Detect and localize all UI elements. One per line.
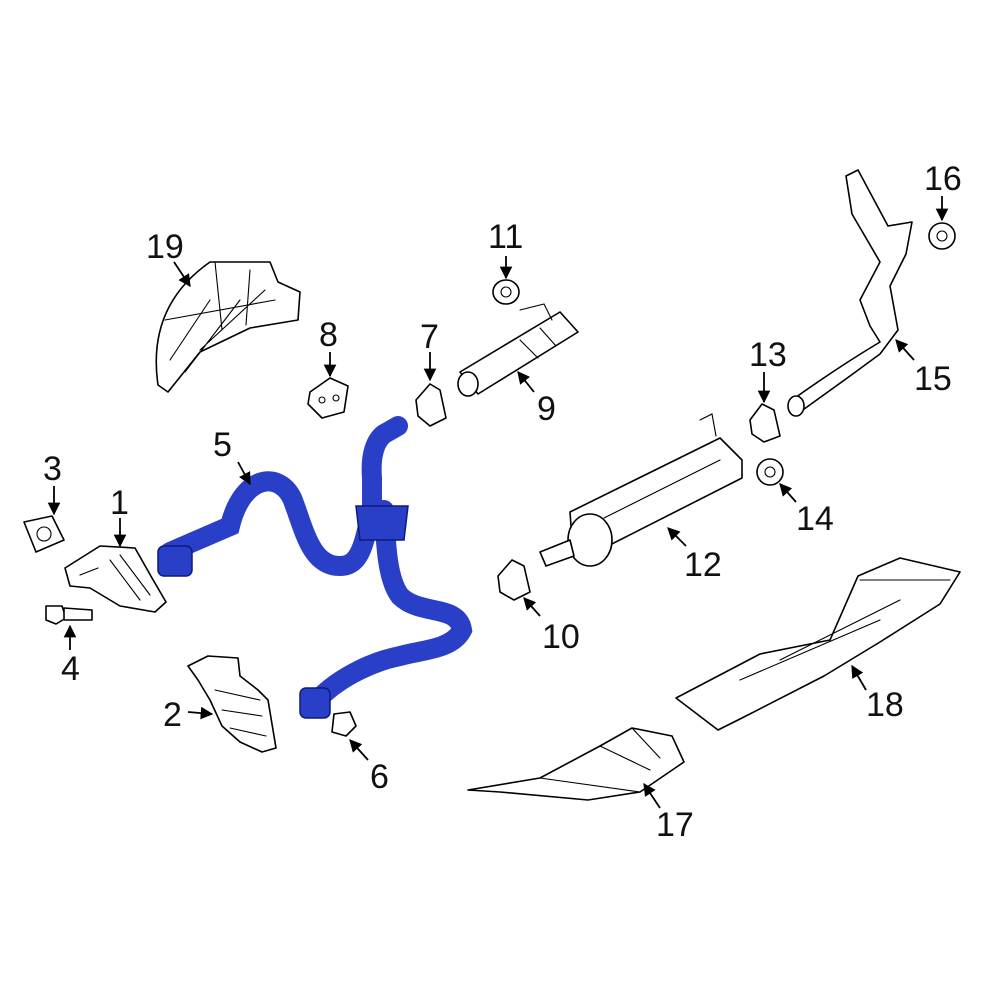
leader-15 [895, 339, 915, 361]
callout-10[interactable]: 10 [542, 618, 580, 656]
part-18-heat-shield[interactable] [675, 557, 961, 731]
callout-2[interactable]: 2 [163, 696, 182, 734]
part-6-nut[interactable] [331, 711, 357, 737]
callout-4[interactable]: 4 [61, 650, 80, 688]
part-14-isolator[interactable] [756, 458, 784, 486]
part-17-heat-shield[interactable] [467, 727, 685, 801]
callout-12[interactable]: 12 [684, 546, 722, 584]
leader-2 [187, 706, 214, 720]
callout-14[interactable]: 14 [796, 500, 834, 538]
part-3-gasket[interactable] [23, 515, 65, 553]
part-9-resonator[interactable] [457, 303, 579, 397]
leader-9 [517, 371, 535, 393]
part-2-catalytic-converter[interactable] [187, 655, 277, 753]
callout-7[interactable]: 7 [420, 318, 439, 356]
callout-16[interactable]: 16 [924, 160, 962, 198]
callout-19[interactable]: 19 [146, 228, 184, 266]
callout-13[interactable]: 13 [749, 336, 787, 374]
leader-12 [667, 527, 687, 547]
callout-11[interactable]: 11 [488, 218, 523, 256]
callout-8[interactable]: 8 [319, 316, 338, 354]
part-1-catalytic-converter[interactable] [64, 545, 167, 613]
callout-18[interactable]: 18 [866, 686, 904, 724]
leader-17 [643, 782, 661, 809]
callout-5[interactable]: 5 [213, 426, 232, 464]
leader-14 [779, 483, 797, 503]
callout-labels: 1 2 3 4 5 6 7 8 9 10 11 12 13 14 15 16 1… [43, 160, 962, 844]
callout-17[interactable]: 17 [656, 806, 694, 844]
part-13-clamp[interactable] [749, 403, 781, 443]
callout-15[interactable]: 15 [914, 360, 952, 398]
leader-lines [47, 196, 949, 809]
leader-19 [173, 261, 191, 288]
leader-5 [237, 461, 251, 486]
part-16-isolator[interactable] [928, 222, 956, 250]
callout-1[interactable]: 1 [110, 484, 129, 522]
part-10-clamp[interactable] [497, 559, 531, 601]
callout-3[interactable]: 3 [43, 450, 62, 488]
callout-6[interactable]: 6 [370, 758, 389, 796]
part-5-y-pipe[interactable] [157, 416, 473, 719]
part-15-tailpipe[interactable] [787, 169, 913, 417]
part-8-hanger[interactable] [307, 377, 349, 419]
leader-6 [349, 739, 369, 761]
part-19-heat-shield[interactable] [155, 261, 301, 393]
part-11-isolator[interactable] [492, 279, 520, 305]
part-12-muffler[interactable] [539, 413, 743, 567]
part-4-bolt[interactable] [45, 605, 93, 625]
leader-10 [523, 597, 541, 617]
leader-18 [851, 664, 867, 691]
callout-9[interactable]: 9 [537, 390, 556, 428]
part-7-clamp[interactable] [415, 383, 447, 427]
